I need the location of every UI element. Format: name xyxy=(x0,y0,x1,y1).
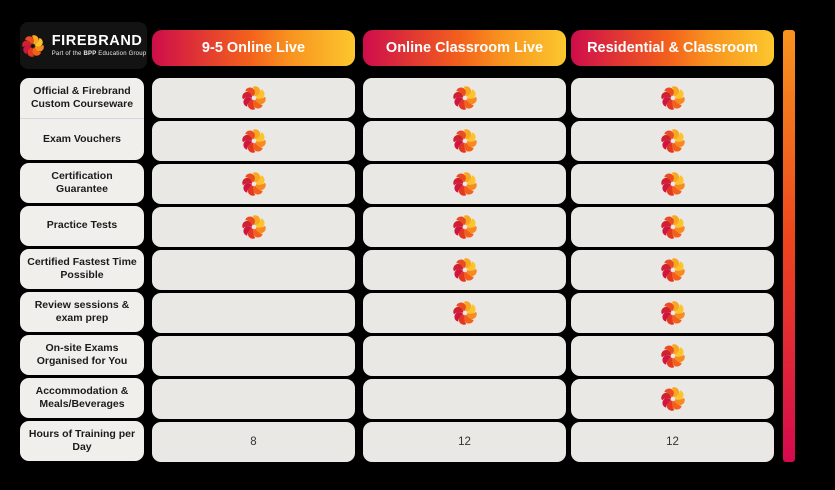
firebrand-spiral-icon xyxy=(452,301,477,325)
brand-text: FIREBRAND Part of the BPP Education Grou… xyxy=(52,34,147,58)
feature-cell: 12 xyxy=(363,422,566,462)
cells-column-online-classroom-live: 12 xyxy=(363,78,566,462)
feature-label: Practice Tests xyxy=(20,206,144,246)
cell-value: 8 xyxy=(250,436,257,448)
firebrand-spiral-icon xyxy=(241,129,266,153)
feature-label: Accommodation & Meals/Beverages xyxy=(20,378,144,418)
feature-cell xyxy=(363,78,566,118)
firebrand-spiral-icon xyxy=(660,301,685,325)
feature-cell xyxy=(571,293,774,333)
firebrand-spiral-icon xyxy=(660,172,685,196)
feature-cell xyxy=(363,207,566,247)
firebrand-spiral-icon xyxy=(241,86,266,110)
cells-column-residential-classroom: 12 xyxy=(571,78,774,462)
firebrand-logo-icon xyxy=(21,34,45,58)
firebrand-spiral-icon xyxy=(660,86,685,110)
firebrand-spiral-icon xyxy=(452,258,477,282)
feature-cell xyxy=(363,164,566,204)
feature-cell xyxy=(571,379,774,419)
firebrand-spiral-icon xyxy=(660,387,685,411)
feature-label: Certification Guarantee xyxy=(20,163,144,203)
firebrand-spiral-icon xyxy=(660,129,685,153)
feature-cell: 8 xyxy=(152,422,355,462)
firebrand-spiral-icon xyxy=(241,215,266,239)
firebrand-spiral-icon xyxy=(452,86,477,110)
cell-value: 12 xyxy=(458,436,471,448)
feature-cell xyxy=(571,164,774,204)
feature-cell xyxy=(152,164,355,204)
feature-cell xyxy=(363,293,566,333)
feature-label: Review sessions & exam prep xyxy=(20,292,144,332)
cell-value: 12 xyxy=(666,436,679,448)
feature-cell xyxy=(571,121,774,161)
feature-label: Hours of Training per Day xyxy=(20,421,144,461)
brand-logo-card: FIREBRAND Part of the BPP Education Grou… xyxy=(20,22,147,69)
column-header-online-classroom-live: Online Classroom Live xyxy=(363,30,566,66)
feature-label: Exam Vouchers xyxy=(20,119,144,160)
feature-label: Certified Fastest Time Possible xyxy=(20,249,144,289)
firebrand-spiral-icon xyxy=(452,172,477,196)
feature-cell xyxy=(363,379,566,419)
feature-cell xyxy=(152,379,355,419)
firebrand-spiral-icon xyxy=(241,172,266,196)
feature-cell xyxy=(363,121,566,161)
brand-tagline: Part of the BPP Education Group xyxy=(51,51,147,58)
feature-cell xyxy=(152,250,355,290)
feature-cell: 12 xyxy=(571,422,774,462)
feature-label: On-site Exams Organised for You xyxy=(20,335,144,375)
feature-cell xyxy=(152,78,355,118)
feature-cell xyxy=(571,250,774,290)
firebrand-spiral-icon xyxy=(660,344,685,368)
feature-cell xyxy=(571,207,774,247)
feature-cell xyxy=(152,336,355,376)
feature-cell xyxy=(571,78,774,118)
firebrand-spiral-icon xyxy=(452,129,477,153)
feature-cell xyxy=(363,250,566,290)
cells-column-9-5-online-live: 8 xyxy=(152,78,355,462)
feature-cell xyxy=(571,336,774,376)
column-header-residential-classroom: Residential & Classroom xyxy=(571,30,774,66)
column-header-9-5-online-live: 9-5 Online Live xyxy=(152,30,355,66)
feature-cell xyxy=(363,336,566,376)
firebrand-spiral-icon xyxy=(452,215,477,239)
firebrand-spiral-icon xyxy=(660,258,685,282)
feature-label: Official & Firebrand Custom Courseware xyxy=(20,78,144,119)
gradient-accent-bar xyxy=(783,30,795,462)
feature-cell xyxy=(152,207,355,247)
feature-cell xyxy=(152,121,355,161)
firebrand-spiral-icon xyxy=(660,215,685,239)
feature-cell xyxy=(152,293,355,333)
brand-name: FIREBRAND xyxy=(51,32,143,49)
firebrand-spiral-icon xyxy=(21,34,44,57)
